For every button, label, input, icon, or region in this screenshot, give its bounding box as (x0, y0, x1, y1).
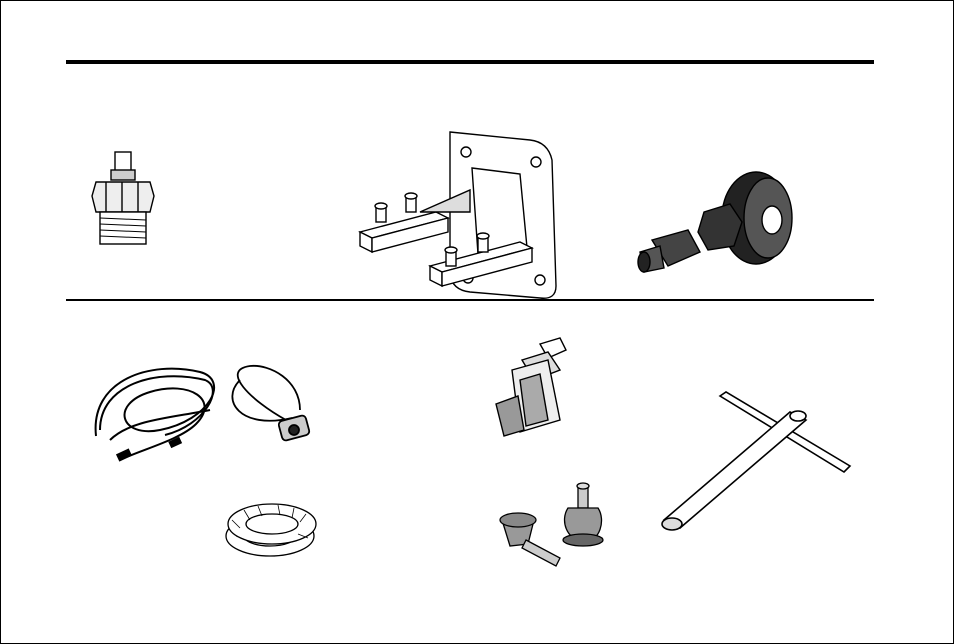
lock-washer-icon (226, 504, 316, 556)
wire-leads-icon (96, 369, 215, 461)
engine-mount-icon (360, 132, 556, 298)
clunk-weight-icon (500, 483, 603, 566)
fuel-filter-icon (496, 338, 566, 436)
connector-icon (232, 366, 310, 441)
t-wrench-icon (662, 392, 850, 530)
glow-plug-icon (92, 152, 154, 244)
prop-adapter-icon (638, 172, 792, 272)
